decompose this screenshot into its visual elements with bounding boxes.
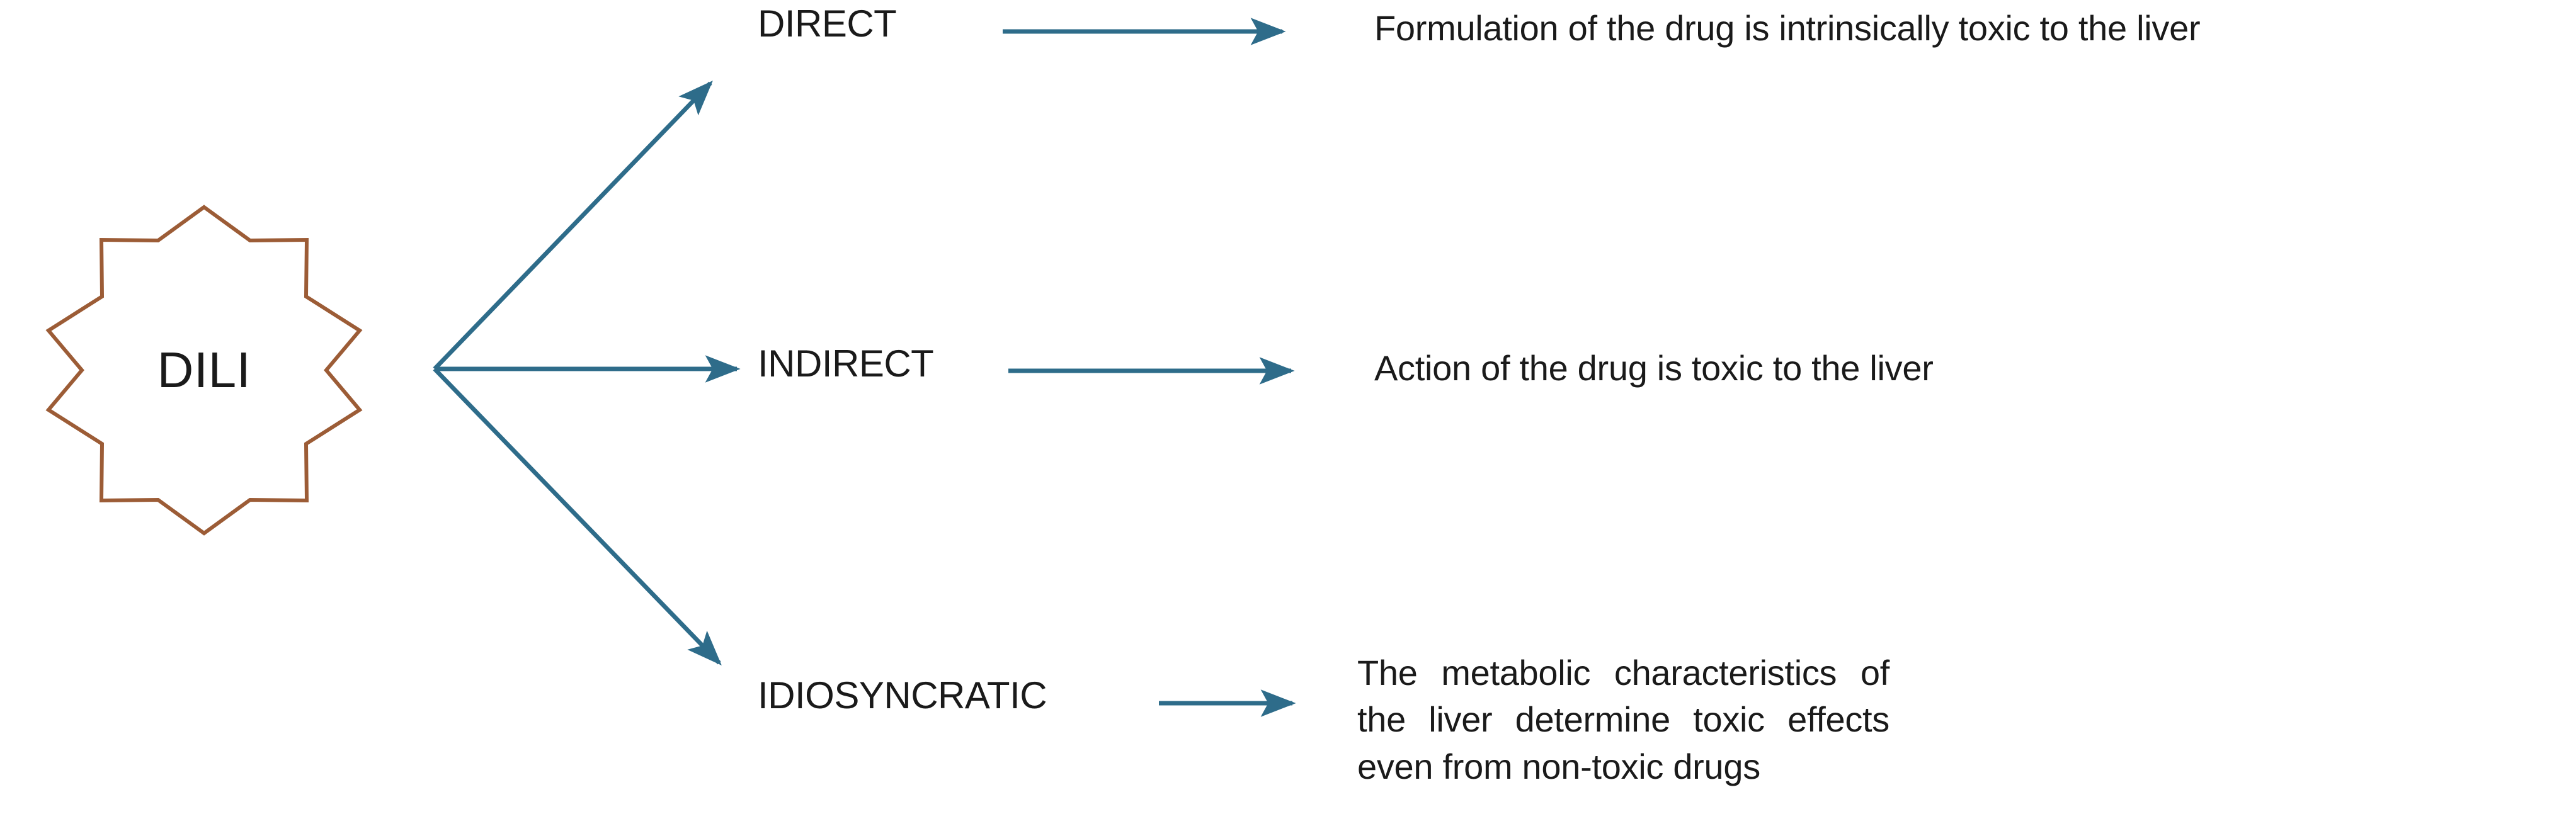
branch-description-indirect: Action of the drug is toxic to the liver	[1374, 348, 1934, 388]
twelve-point-star-icon	[45, 205, 363, 536]
branch-description-direct: Formulation of the drug is intrinsically…	[1374, 8, 2201, 48]
branch-label-indirect[interactable]: INDIRECT	[758, 342, 934, 385]
edge-root-to-direct	[433, 80, 713, 371]
branch-label-direct[interactable]: DIRECT	[758, 3, 897, 45]
root-node-label: DILI	[157, 342, 251, 398]
branch-label-idiosyncratic[interactable]: IDIOSYNCRATIC	[758, 674, 1047, 716]
root-node-dili[interactable]: DILI	[21, 205, 387, 536]
branch-description-idiosyncratic: The metabolic characteristics of the liv…	[1357, 653, 1889, 786]
edge-root-to-idiosyncratic	[433, 367, 722, 666]
